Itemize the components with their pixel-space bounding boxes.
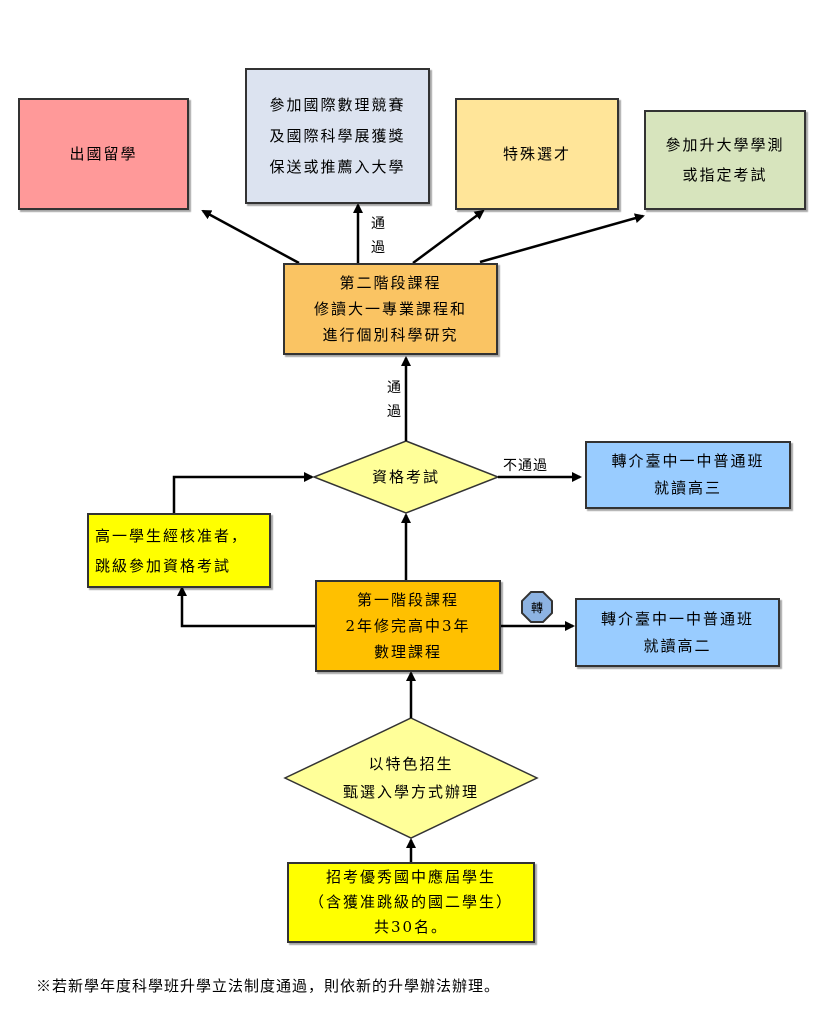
transfer-grade3-line: 轉介臺中一中普通班	[611, 452, 765, 470]
outcome-competition: 參加國際數理競賽 及國際科學展獲獎 保送或推薦入大學	[245, 68, 430, 204]
outcome-competition-line: 參加國際數理競賽	[269, 95, 406, 114]
stage-two-line: 進行個別科學研究	[322, 326, 459, 344]
admission-label: 以特色招生 甄選入學方式辦理	[285, 718, 537, 838]
fail-label: 不通過	[503, 458, 548, 474]
skip-grade-line: 高一學生經核准者，	[95, 526, 249, 545]
transfer-grade3-line: 就讀高三	[653, 479, 722, 497]
recruit-line: 招考優秀國中應屆學生	[325, 868, 496, 886]
transfer-grade3: 轉介臺中一中普通班 就讀高三	[585, 441, 791, 509]
outcome-study-abroad-line: 出國留學	[69, 145, 138, 163]
outcome-competition-line: 保送或推薦入大學	[269, 157, 406, 176]
arrow-to-entrance-exam	[479, 213, 645, 264]
outcome-special-selection-line: 特殊選才	[502, 145, 571, 163]
pass-label-char: 過	[371, 240, 385, 256]
recruit-line: 共30名。	[373, 918, 449, 936]
pass-label-char: 過	[387, 404, 401, 420]
arrow-stage-one-to-skip	[177, 586, 315, 628]
transfer-grade2-line: 轉介臺中一中普通班	[600, 609, 754, 628]
stage-one-line: 2年修完高中3年	[345, 617, 471, 635]
admission-line: 甄選入學方式辦理	[342, 783, 479, 801]
qualification-exam-label: 資格考試	[314, 441, 498, 513]
arrow-to-special-selection	[412, 209, 485, 265]
pass-label-char: 通	[387, 380, 401, 396]
pass-label-mid: 通 過	[386, 376, 402, 424]
admission-line: 以特色招生	[368, 755, 454, 773]
pass-label-char: 通	[371, 216, 385, 232]
stage-two-course: 第二階段課程 修讀大一專業課程和 進行個別科學研究	[283, 263, 498, 355]
footnote: ※若新學年度科學班升學立法制度通過，則依新的升學辦法辦理。	[36, 977, 501, 995]
stage-two-line: 修讀大一專業課程和	[313, 300, 467, 318]
recruit-box: 招考優秀國中應屆學生 （含獲准跳級的國二學生） 共30名。	[287, 862, 535, 943]
pass-label-top: 通 過	[370, 212, 386, 260]
outcome-entrance-exam-line: 參加升大學學測	[665, 136, 785, 154]
outcome-study-abroad: 出國留學	[18, 98, 189, 210]
transfer-grade2-line: 就讀高二	[643, 636, 712, 655]
arrow-skip-to-exam	[172, 472, 314, 513]
outcome-competition-line: 及國際科學展獲獎	[269, 126, 406, 145]
stage-two-line: 第二階段課程	[339, 274, 442, 292]
recruit-line: （含獲准跳級的國二學生）	[308, 893, 513, 911]
outcome-entrance-exam-line: 或指定考試	[682, 166, 768, 184]
arrow-to-study-abroad	[201, 209, 300, 265]
outcome-special-selection: 特殊選才	[455, 98, 619, 210]
transfer-badge: 轉	[523, 593, 551, 621]
stage-one-line: 數理課程	[373, 643, 442, 661]
skip-grade-line: 跳級參加資格考試	[95, 556, 232, 575]
stage-one-line: 第一階段課程	[356, 591, 459, 609]
skip-grade-box: 高一學生經核准者， 跳級參加資格考試	[87, 513, 271, 588]
transfer-grade2: 轉介臺中一中普通班 就讀高二	[575, 598, 780, 667]
stage-one-course: 第一階段課程 2年修完高中3年 數理課程	[315, 580, 501, 672]
outcome-entrance-exam: 參加升大學學測 或指定考試	[644, 110, 806, 210]
qualification-exam-text: 資格考試	[371, 468, 440, 486]
